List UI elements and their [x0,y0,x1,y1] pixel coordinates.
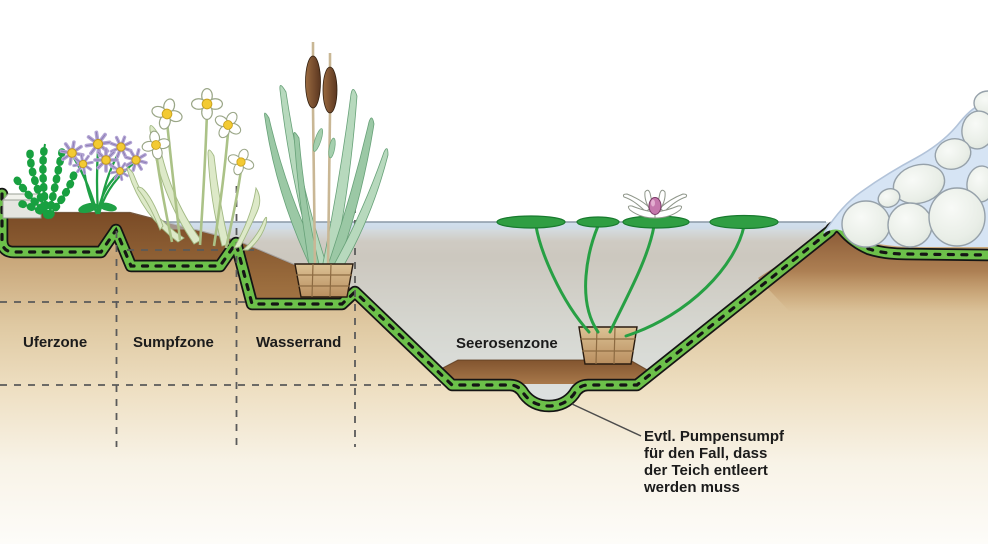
annotation-line: für den Fall, dass [644,445,768,462]
annotation-line: der Teich entleert [644,462,768,479]
water-lily-plant [496,189,779,365]
marsh-flowers [126,87,268,251]
zone-divider-lines [0,186,448,447]
lily-pads [496,214,779,230]
right-bank-soil [758,230,988,312]
cattail-head [305,55,321,109]
fern-plant [13,140,78,219]
stone [887,202,933,248]
annotation-line: werden muss [644,479,740,496]
stone [934,137,972,171]
pump-sump-pointer-line [571,403,642,437]
water-surface-shading [164,222,824,230]
stone [877,188,901,208]
zone-label-uferzone: Uferzone [23,334,88,351]
stone-mound-edge [823,100,988,234]
stone-pile [823,90,988,248]
stone [928,187,986,247]
cattail-plant [264,42,389,298]
cattail-head [322,66,338,114]
plant-basket [294,263,354,298]
lily-flower [622,189,688,219]
zone-label-sumpfzone: Sumpfzone [133,334,214,351]
zone-label-wasserrand: Wasserrand [256,334,342,351]
cattail-leaflet [312,128,324,152]
plant-basket [578,326,638,365]
stone [973,90,988,116]
pump-sump-annotation: Evtl. Pumpensumpf für den Fall, dass der… [644,428,784,496]
pond-bottom-substrate [437,360,649,384]
stone [841,200,891,248]
substrate-edge [436,359,650,372]
lily-stems [534,224,746,338]
stone [961,110,988,150]
cattail-leaflet [328,137,336,159]
zone-label-seerosenzone: Seerosenzone [456,335,558,352]
annotation-line: Evtl. Pumpensumpf [644,428,785,445]
cattail-leaves [264,85,389,271]
cattail-stems [311,42,332,269]
aster-flowers [57,128,151,215]
